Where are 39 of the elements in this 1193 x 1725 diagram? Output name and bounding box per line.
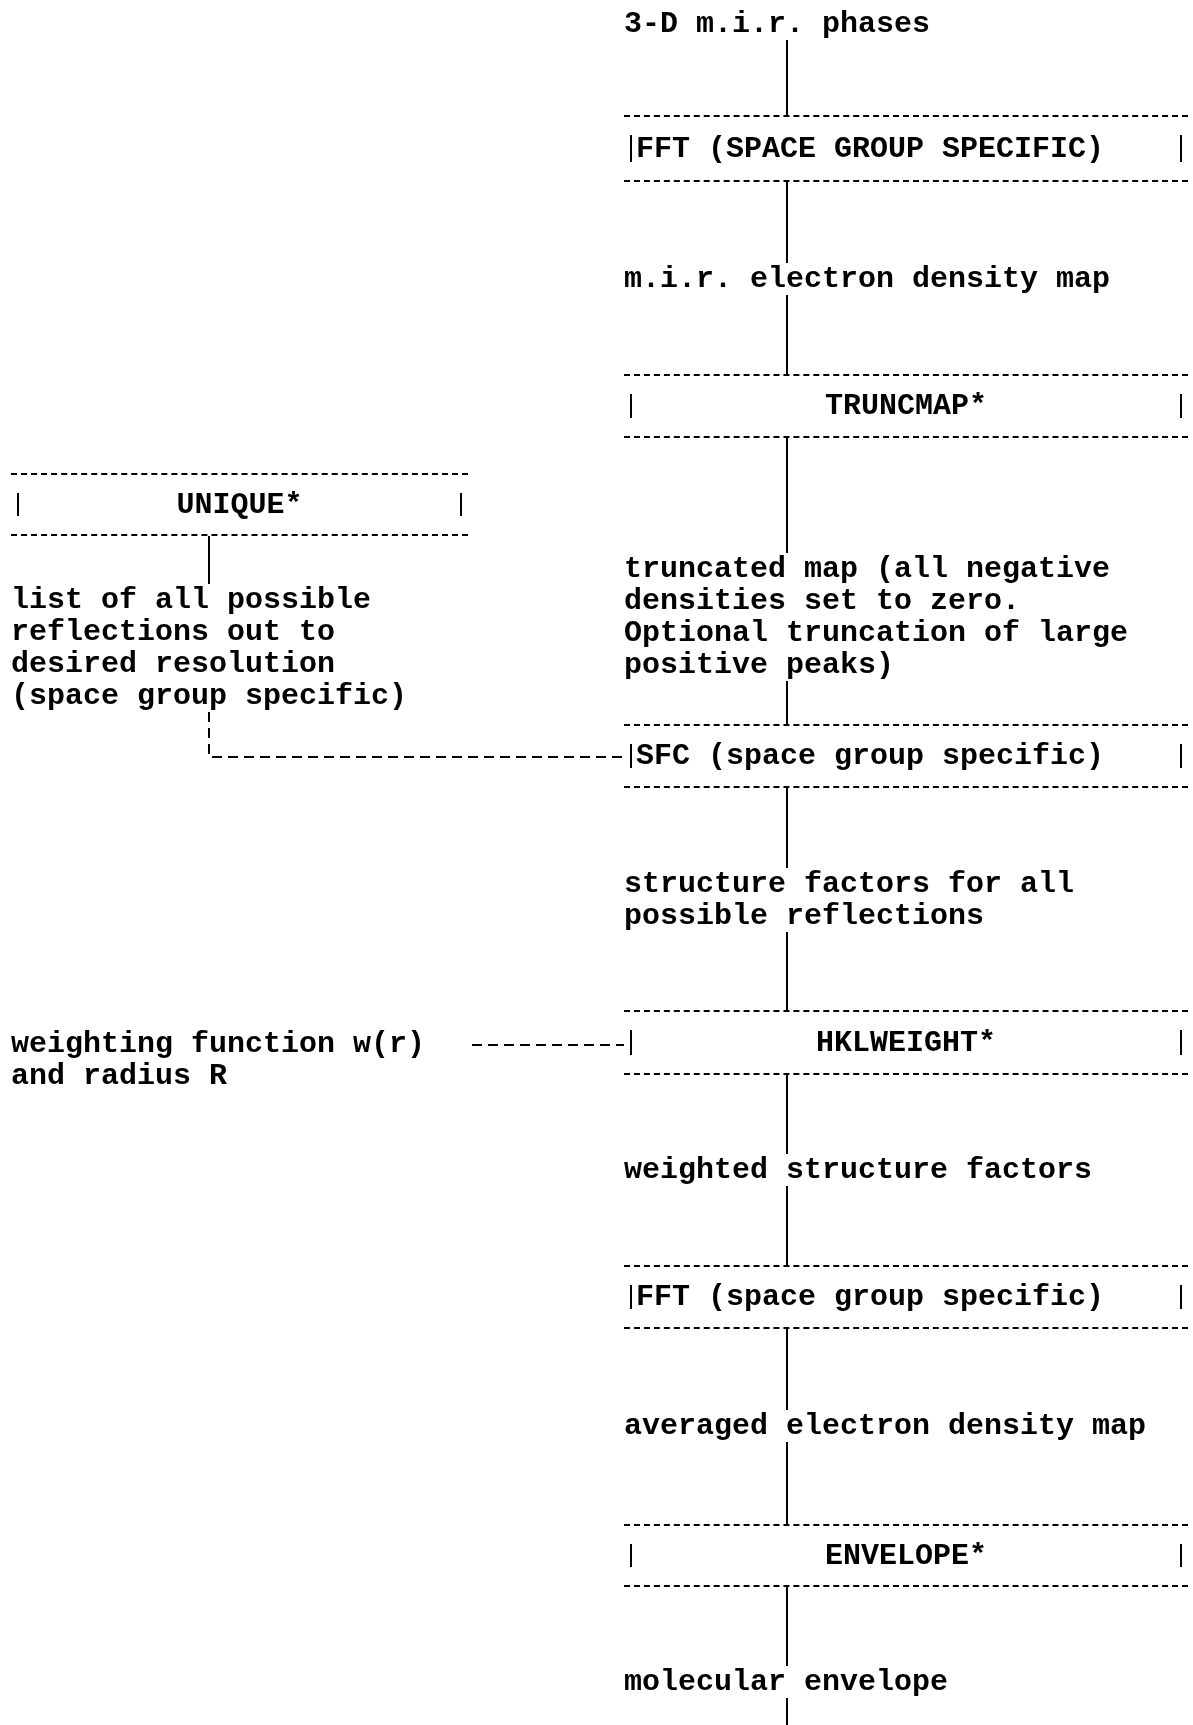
process-label: FFT (space group specific) bbox=[636, 1281, 1105, 1313]
connector-line bbox=[786, 39, 788, 116]
data-label: m.i.r. electron density map bbox=[624, 263, 1112, 295]
connector-line bbox=[786, 1185, 788, 1266]
process-box bbox=[624, 724, 1188, 788]
process-label: UNIQUE* bbox=[176, 488, 303, 521]
process-box bbox=[11, 473, 468, 536]
process-box bbox=[624, 1524, 1188, 1587]
connector-line bbox=[786, 931, 788, 1011]
process-box bbox=[624, 374, 1188, 438]
process-box bbox=[624, 1265, 1188, 1329]
connector-line bbox=[471, 1044, 625, 1046]
connector-line bbox=[786, 1441, 788, 1525]
data-label: molecular envelope bbox=[624, 1666, 950, 1698]
data-label: weighted structure factors bbox=[624, 1154, 1094, 1186]
connector-line bbox=[786, 294, 788, 375]
data-label: list of all possible reflections out to desired resolution (space group specific) bbox=[11, 584, 409, 712]
data-label: weighting function w(r) and radius R bbox=[11, 1028, 427, 1092]
process-label: ENVELOPE* bbox=[825, 1539, 987, 1572]
connector-line bbox=[786, 1328, 788, 1411]
data-label: truncated map (all negative densities set to zero. Optional truncation of large positive peaks) bbox=[624, 553, 1130, 681]
process-label: SFC (space group specific) bbox=[636, 740, 1105, 772]
connector-line bbox=[786, 181, 788, 264]
connector-line bbox=[786, 1697, 788, 1725]
connector-line bbox=[786, 680, 788, 725]
process-label: FFT (SPACE GROUP SPECIFIC) bbox=[636, 132, 1105, 165]
connector-line bbox=[208, 535, 210, 585]
process-box bbox=[624, 115, 1188, 182]
process-label: HKLWEIGHT* bbox=[816, 1026, 996, 1059]
connector-line bbox=[786, 1074, 788, 1155]
connector-line bbox=[208, 711, 625, 758]
process-label: TRUNCMAP* bbox=[825, 390, 987, 422]
connector-line bbox=[786, 437, 788, 554]
connector-line bbox=[786, 1586, 788, 1667]
data-label: structure factors for all possible reflections bbox=[624, 868, 1076, 932]
data-label: averaged electron density map bbox=[624, 1410, 1148, 1442]
connector-line bbox=[786, 787, 788, 869]
process-box bbox=[624, 1010, 1188, 1075]
data-label: 3-D m.i.r. phases bbox=[624, 8, 932, 40]
